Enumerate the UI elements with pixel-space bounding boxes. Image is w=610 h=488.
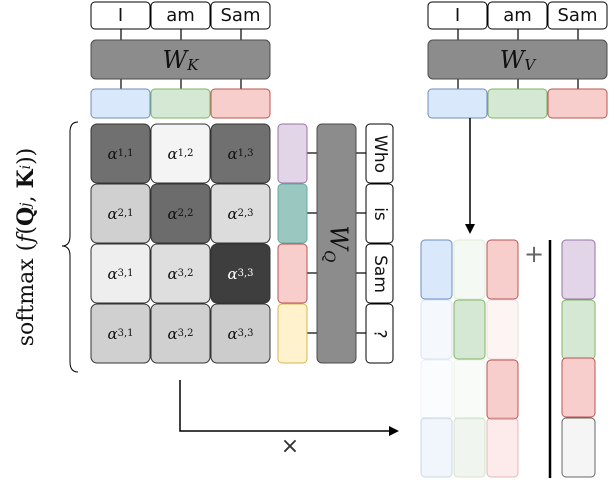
key-token-label: am bbox=[166, 5, 195, 26]
value-weight-block bbox=[427, 39, 608, 80]
value-branch bbox=[427, 1, 608, 119]
weighted-value-cell bbox=[420, 417, 453, 478]
output-vector-green bbox=[561, 299, 596, 360]
query-vector-yellow bbox=[277, 303, 308, 364]
query-token-box bbox=[365, 183, 394, 244]
plus-operator: + bbox=[523, 240, 545, 268]
key-vector-red bbox=[210, 88, 271, 119]
value-token-box bbox=[487, 1, 548, 30]
alpha-cell bbox=[210, 183, 271, 244]
alpha-cell bbox=[90, 303, 151, 364]
alpha-cell bbox=[210, 123, 271, 184]
query-vector-purple bbox=[277, 123, 308, 184]
output-vector-purple bbox=[561, 239, 596, 300]
weighted-value-cell bbox=[486, 299, 519, 360]
alpha-cell bbox=[210, 303, 271, 364]
alpha-cell bbox=[90, 123, 151, 184]
weighted-value-cell bbox=[453, 299, 486, 360]
value-token-label: am bbox=[503, 5, 532, 26]
query-weight-block bbox=[316, 123, 357, 364]
softmax-brace bbox=[61, 121, 79, 373]
times-operator: × bbox=[280, 433, 300, 459]
weighted-value-cell bbox=[453, 359, 486, 420]
value-vector-green bbox=[487, 88, 548, 119]
query-token-box bbox=[365, 123, 394, 184]
weighted-value-cell bbox=[453, 239, 486, 300]
query-token-label: ? bbox=[369, 328, 390, 339]
value-vector-blue bbox=[427, 88, 488, 119]
query-token-box bbox=[365, 303, 394, 364]
key-weight-block bbox=[90, 39, 271, 80]
query-token-box bbox=[365, 243, 394, 304]
query-branch bbox=[277, 123, 394, 364]
key-token-label: I bbox=[117, 5, 124, 26]
output-vectors bbox=[561, 239, 596, 478]
weighted-value-cell bbox=[420, 359, 453, 420]
weighted-value-cell bbox=[453, 417, 486, 478]
weighted-value-cell bbox=[486, 239, 519, 300]
alpha-cell bbox=[210, 243, 271, 304]
matrix-to-output-arrow bbox=[179, 380, 399, 436]
alpha-cell bbox=[150, 123, 211, 184]
value-token-box bbox=[547, 1, 608, 30]
value-token-label: Sam bbox=[557, 5, 598, 26]
query-token-label: Sam bbox=[369, 254, 390, 293]
query-vector-teal bbox=[277, 183, 308, 244]
query-token-label: Who bbox=[369, 134, 390, 173]
weighted-value-cell bbox=[486, 359, 519, 420]
weighted-value-grid bbox=[420, 239, 519, 478]
key-token-label: Sam bbox=[220, 5, 261, 26]
key-token-box bbox=[150, 1, 211, 30]
query-weight-label: WQ bbox=[320, 225, 353, 262]
alpha-cell bbox=[90, 183, 151, 244]
alpha-cell bbox=[150, 183, 211, 244]
key-token-box bbox=[210, 1, 271, 30]
key-vector-green bbox=[150, 88, 211, 119]
attention-matrix bbox=[90, 123, 271, 364]
weighted-value-cell bbox=[420, 239, 453, 300]
alpha-cell bbox=[150, 243, 211, 304]
value-token-box bbox=[427, 1, 488, 30]
query-vector-red bbox=[277, 243, 308, 304]
key-branch bbox=[90, 1, 271, 119]
alpha-cell bbox=[150, 303, 211, 364]
weighted-value-cell bbox=[486, 417, 519, 478]
output-vector-gray bbox=[561, 417, 596, 478]
value-token-label: I bbox=[454, 5, 461, 26]
key-token-box bbox=[90, 1, 151, 30]
query-token-label: is bbox=[369, 206, 390, 221]
weighted-value-cell bbox=[420, 299, 453, 360]
alpha-cell bbox=[90, 243, 151, 304]
value-vector-red bbox=[547, 88, 608, 119]
key-vector-blue bbox=[90, 88, 151, 119]
output-vector-red bbox=[561, 357, 596, 418]
